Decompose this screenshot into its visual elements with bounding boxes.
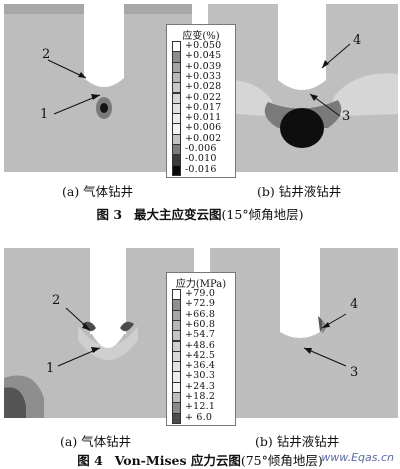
legend-value: +60.8: [185, 318, 216, 330]
subcaption-a: (a) 气体钻井: [62, 184, 134, 199]
figure-4-caption: 图 4 Von-Mises 应力云图(75°倾角地层): [0, 450, 400, 469]
figure-3-caption: 图 3 最大主应变云图(15°倾角地层): [0, 204, 400, 223]
legend-value: +48.6: [185, 339, 216, 351]
figure-4b-contour: [210, 248, 398, 418]
legend-title: 应力(MPa): [175, 279, 227, 290]
figure-4: 2 1 4 3 应力(MPa) +79.0+72.9+66.8+60.8+54.…: [0, 244, 400, 468]
figure-3: 2 1 4 3 应变(%) +0.050+0.045+0.039+0.033+0…: [0, 0, 400, 225]
callout-1: 1: [40, 107, 49, 122]
caption-label: 图 3: [96, 207, 123, 222]
watermark: www.Eqas.cn: [321, 451, 394, 464]
figure-4a-contour: [4, 248, 194, 418]
figure-3b-contour: [208, 4, 398, 172]
caption-title: Von-Mises 应力云图: [114, 453, 241, 468]
legend-value: +30.3: [185, 370, 216, 382]
legend-value: +24.3: [185, 380, 216, 392]
legend-title: 应变(%): [182, 31, 220, 42]
figure-4-panel-a: 2 1: [4, 248, 194, 418]
figure-3a-contour: [4, 4, 192, 172]
caption-label: 图 4: [77, 453, 103, 468]
legend-value: +36.4: [185, 360, 216, 372]
caption-note: (75°倾角地层): [240, 453, 323, 468]
legend-value: +0.050: [185, 40, 222, 51]
legend-value: +0.033: [185, 70, 222, 82]
legend-value: +0.039: [185, 60, 222, 72]
callout-2: 2: [52, 293, 61, 308]
figure-3-panel-b: 4 3: [208, 4, 398, 172]
legend-value: +0.011: [185, 112, 222, 124]
subcaption-a: (a) 气体钻井: [60, 434, 132, 449]
figure-3-panel-a: 2 1: [4, 4, 192, 172]
callout-2: 2: [42, 47, 51, 62]
legend-value: +66.8: [185, 308, 216, 320]
legend-value: +0.028: [185, 81, 222, 93]
legend-value: +72.9: [185, 298, 216, 310]
legend-value: +18.2: [185, 391, 216, 402]
figure-3-legend: 应变(%) +0.050+0.045+0.039+0.033+0.028+0.0…: [166, 24, 236, 178]
subcaption-b: (b) 钻井液钻井: [257, 184, 342, 199]
caption-note: (15°倾角地层): [221, 207, 304, 222]
callout-3: 3: [342, 109, 351, 124]
legend-value: +79.0: [185, 288, 216, 299]
legend-value: -0.016: [185, 163, 217, 175]
legend-value: +12.1: [185, 401, 216, 413]
legend-value: -0.006: [185, 143, 217, 154]
callout-1: 1: [46, 361, 55, 376]
legend-value: +0.017: [185, 101, 222, 113]
caption-title: 最大主应变云图: [134, 207, 222, 222]
legend-value: +0.006: [185, 122, 222, 134]
legend-value: + 6.0: [185, 411, 213, 423]
figure-4-legend: 应力(MPa) +79.0+72.9+66.8+60.8+54.7+48.6+4…: [166, 272, 236, 426]
legend-value: +0.002: [185, 132, 222, 144]
subcaption-b: (b) 钻井液钻井: [255, 434, 340, 449]
legend-value: +0.045: [185, 50, 222, 62]
figure-4-panel-b: 4 3: [210, 248, 398, 418]
legend-swatch: [172, 412, 181, 424]
legend-value: +54.7: [185, 329, 216, 341]
legend-value: -0.010: [185, 153, 217, 165]
callout-3: 3: [350, 365, 359, 380]
callout-4: 4: [353, 33, 362, 48]
legend-value: +42.5: [185, 349, 216, 361]
legend-value: +0.022: [185, 91, 222, 103]
callout-4: 4: [350, 297, 359, 312]
legend-swatch: [172, 164, 181, 176]
